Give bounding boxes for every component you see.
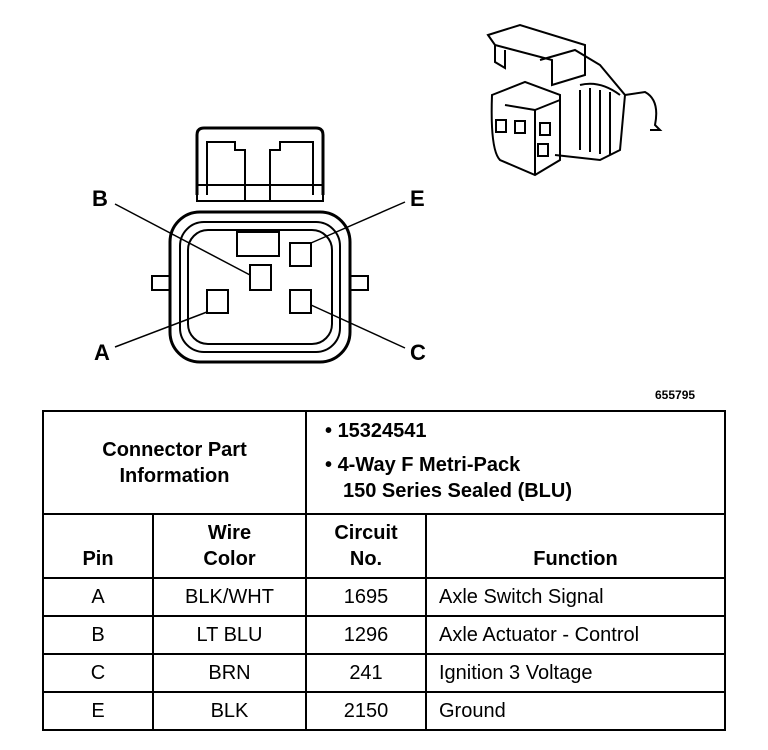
part-info-label: Connector Part Information [42,410,307,515]
latch-outline [195,126,325,195]
connector-3d-illustration [486,23,663,177]
header-wire-color: Wire Color [152,513,307,579]
cavity-e [289,242,312,267]
cell-wire-color: LT BLU [152,615,307,655]
pin-label-b: B [92,186,108,211]
connector-body [168,210,352,364]
cavity-b [249,264,272,291]
cell-pin: B [42,615,154,655]
part-info-item: • 15324541 [325,420,427,442]
header-pin: Pin [42,513,154,579]
header-function: Function [425,513,726,579]
figure-number: 655795 [655,388,696,402]
pin-label-e: E [410,186,425,211]
leader-c [310,304,406,349]
cell-function: Axle Actuator - Control [425,615,726,655]
pin-label-c: C [410,340,426,365]
pin-label-a: A [94,340,110,365]
part-info-item: 150 Series Sealed (BLU) [343,480,572,502]
connector-face-diagram [114,23,663,364]
cell-circuit-no: 241 [305,653,427,693]
cell-pin: A [42,577,154,617]
cell-circuit-no: 2150 [305,691,427,731]
header-circuit-no: Circuit No. [305,513,427,579]
leader-a [114,311,208,348]
cell-pin: C [42,653,154,693]
leader-b [114,203,251,276]
cell-wire-color: BLK/WHT [152,577,307,617]
cell-function: Axle Switch Signal [425,577,726,617]
cell-wire-color: BRN [152,653,307,693]
cell-wire-color: BLK [152,691,307,731]
cell-circuit-no: 1296 [305,615,427,655]
cavity-a [206,289,229,314]
cell-function: Ground [425,691,726,731]
part-info-item: • 4-Way F Metri-Pack [325,454,521,476]
cavity-c [289,289,312,314]
cell-circuit-no: 1695 [305,577,427,617]
cell-function: Ignition 3 Voltage [425,653,726,693]
leader-e [310,201,406,244]
cell-pin: E [42,691,154,731]
